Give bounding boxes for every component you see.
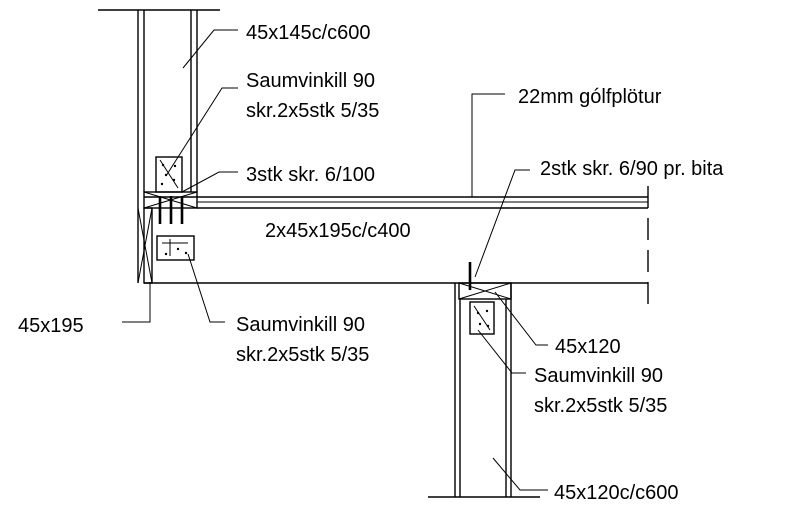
label-lower-stud: 45x120c/c600 [554,482,679,504]
label-middle-angle-1: Saumvinkill 90 [236,314,365,336]
leader-lines [122,29,548,491]
label-rim-board: 45x195 [18,315,84,337]
label-floor-board: 22mm gólfplötur [518,86,662,108]
label-upper-stud: 45x145c/c600 [246,22,371,44]
label-middle-angle-2: skr.2x5stk 5/35 [236,344,369,366]
label-upper-angle-1: Saumvinkill 90 [246,70,375,92]
label-screws-3: 3stk skr. 6/100 [246,164,375,186]
lower-wall-top-plate [458,282,512,300]
lower-wall [428,283,540,498]
screws-6-100 [158,196,184,224]
label-upper-angle-2: skr.2x5stk 5/35 [246,100,379,122]
rim-board [137,207,153,284]
labels: 45x145c/c600 Saumvinkill 90 skr.2x5stk 5… [18,22,724,504]
joist [144,186,649,310]
label-joist: 2x45x195c/c400 [265,220,411,242]
label-lower-angle-2: skr.2x5stk 5/35 [534,395,667,417]
floor-boards [144,196,648,209]
label-top-plate: 45x120 [555,336,621,358]
lower-angle-bracket [469,301,495,335]
label-lower-angle-1: Saumvinkill 90 [534,365,663,387]
label-screws-2: 2stk skr. 6/90 pr. bita [540,158,724,180]
middle-angle-bracket [156,235,195,261]
upper-wall [98,9,220,283]
upper-angle-bracket [155,156,183,193]
